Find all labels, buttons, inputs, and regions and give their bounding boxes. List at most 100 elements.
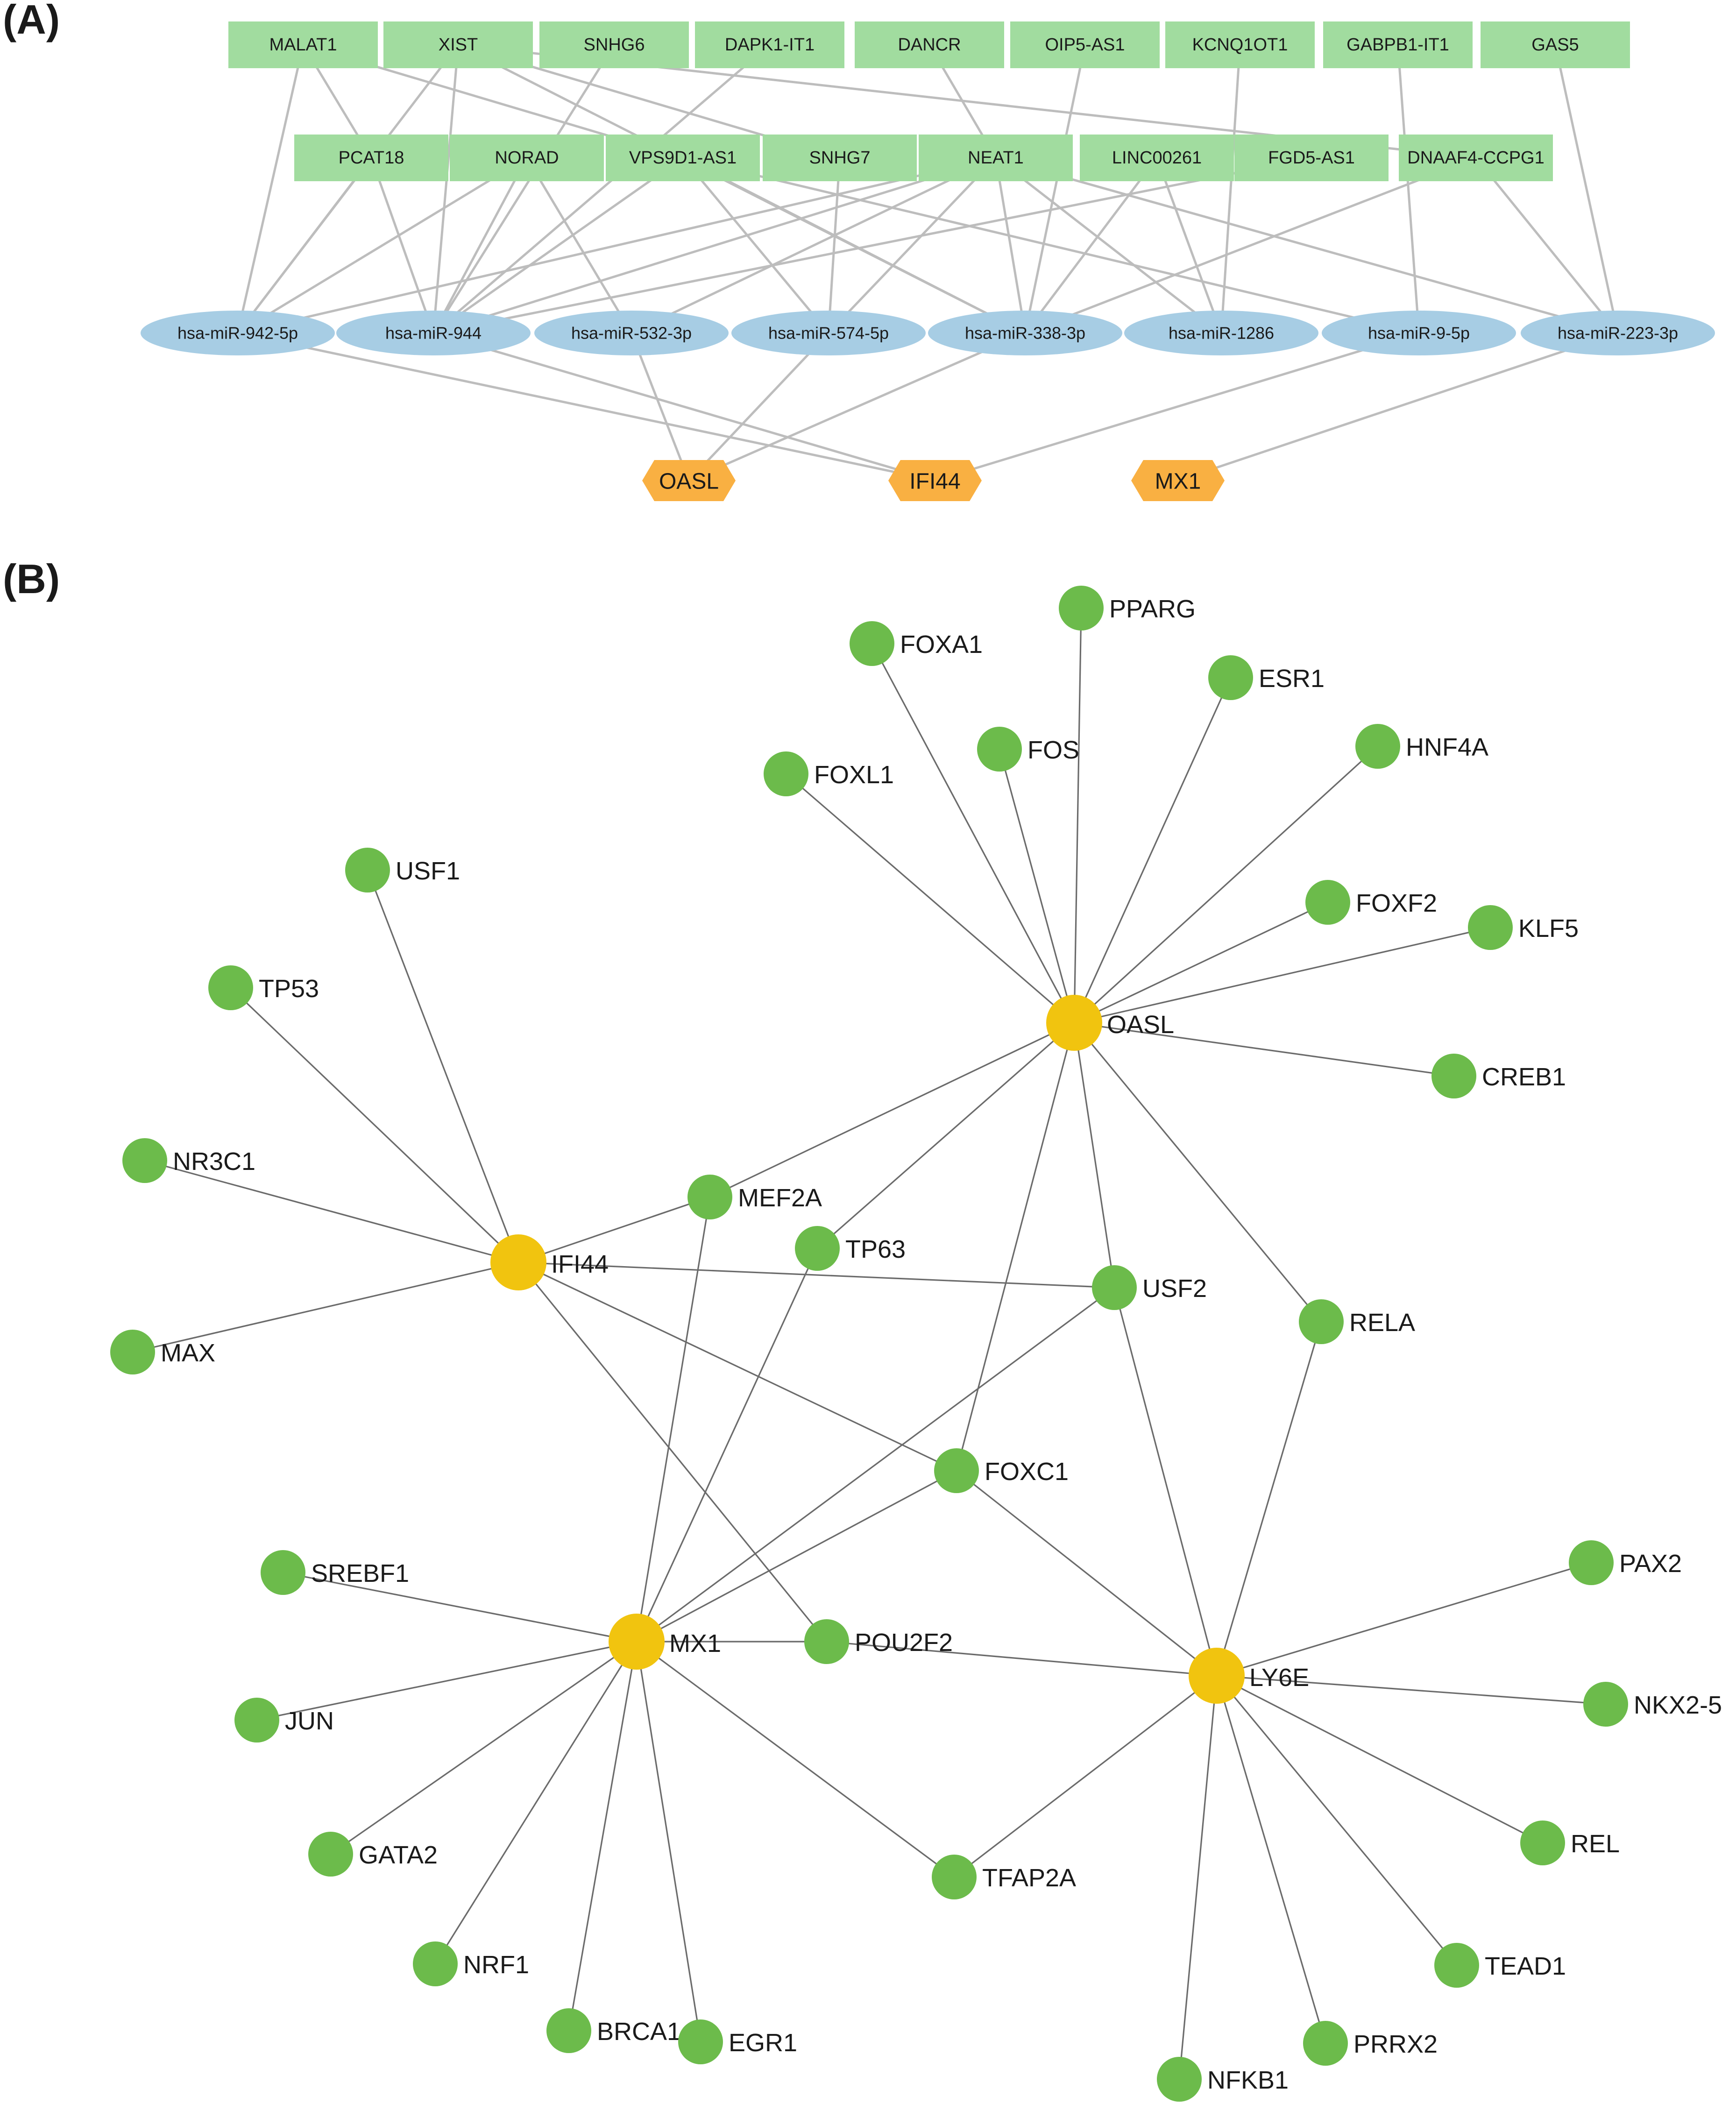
tf-circle <box>1583 1682 1628 1727</box>
tf-node-nkx2-5[interactable]: NKX2-5 <box>1583 1682 1722 1727</box>
tf-label: BRCA1 <box>597 2018 681 2046</box>
mirna-node-hsa-mir-223-3p[interactable]: hsa-miR-223-3p <box>1521 311 1715 355</box>
tf-node-jun[interactable]: JUN <box>234 1698 334 1743</box>
lncrna-node-dancr[interactable]: DANCR <box>855 21 1004 68</box>
lncrna-node-gabpb1-it1[interactable]: GABPB1-IT1 <box>1323 21 1473 68</box>
tf-node-nr3c1[interactable]: NR3C1 <box>122 1138 255 1183</box>
mirna-node-hsa-mir-944[interactable]: hsa-miR-944 <box>336 311 531 355</box>
tf-circle <box>208 965 253 1010</box>
lncrna-box <box>1399 135 1553 181</box>
tf-node-rel[interactable]: REL <box>1520 1821 1620 1865</box>
lncrna-node-xist[interactable]: XIST <box>383 21 533 68</box>
tf-circle <box>413 1941 458 1986</box>
hub-node-ifi44[interactable]: IFI44 <box>490 1234 609 1290</box>
edge-ifi44-usf1 <box>367 870 519 1263</box>
lncrna-node-neat1[interactable]: NEAT1 <box>919 135 1073 181</box>
tf-node-nfkb1[interactable]: NFKB1 <box>1157 2057 1289 2102</box>
lncrna-node-malat1[interactable]: MALAT1 <box>228 21 378 68</box>
hub-node-mx1[interactable]: MX1 <box>609 1614 721 1670</box>
edge-ifi44-pou2f2 <box>517 1261 828 1643</box>
tf-node-mef2a[interactable]: MEF2A <box>687 1175 822 1219</box>
mirna-node-hsa-mir-1286[interactable]: hsa-miR-1286 <box>1124 311 1318 355</box>
lncrna-label: SNHG7 <box>809 148 871 168</box>
tf-node-pou2f2[interactable]: POU2F2 <box>804 1619 953 1664</box>
lncrna-box <box>919 135 1073 181</box>
edge-mx1-tfap2a <box>636 1641 955 1878</box>
tf-node-hnf4a[interactable]: HNF4A <box>1355 724 1488 769</box>
tf-circle <box>1355 724 1400 769</box>
lncrna-node-pcat18[interactable]: PCAT18 <box>294 135 448 181</box>
tf-node-tp53[interactable]: TP53 <box>208 965 319 1010</box>
lncrna-box <box>855 21 1004 68</box>
tf-circle <box>1431 1054 1476 1098</box>
tf-circle <box>687 1175 732 1219</box>
tf-node-nrf1[interactable]: NRF1 <box>413 1941 529 1986</box>
hub-circle <box>490 1234 546 1290</box>
lncrna-node-vps9d1-as1[interactable]: VPS9D1-AS1 <box>606 135 760 181</box>
lncrna-node-dnaaf4-ccpg1[interactable]: DNAAF4-CCPG1 <box>1399 135 1553 181</box>
tf-node-usf1[interactable]: USF1 <box>345 848 460 893</box>
tf-node-srebf1[interactable]: SREBF1 <box>261 1550 409 1595</box>
tf-node-esr1[interactable]: ESR1 <box>1208 655 1325 700</box>
lncrna-node-fgd5-as1[interactable]: FGD5-AS1 <box>1234 135 1389 181</box>
tf-node-gata2[interactable]: GATA2 <box>308 1832 438 1877</box>
tf-node-prrx2[interactable]: PRRX2 <box>1303 2021 1438 2066</box>
tf-node-tead1[interactable]: TEAD1 <box>1434 1943 1566 1988</box>
hub-circle <box>1046 995 1102 1051</box>
tf-node-tfap2a[interactable]: TFAP2A <box>932 1855 1076 1899</box>
edge-pcat18-hsa-mir-944 <box>370 157 435 333</box>
tf-node-foxa1[interactable]: FOXA1 <box>850 621 983 666</box>
edge-hsa-mir-944-ifi44 <box>433 332 935 482</box>
tf-node-rela[interactable]: RELA <box>1299 1299 1415 1344</box>
tf-circle <box>1299 1299 1344 1344</box>
lncrna-node-snhg7[interactable]: SNHG7 <box>763 135 917 181</box>
lncrna-node-snhg6[interactable]: SNHG6 <box>539 21 689 68</box>
gene-node-mx1[interactable]: MX1 <box>1131 460 1225 501</box>
tf-circle <box>932 1855 977 1899</box>
mirna-ellipse <box>928 311 1122 355</box>
tf-node-foxl1[interactable]: FOXL1 <box>764 751 894 796</box>
mirna-node-hsa-mir-574-5p[interactable]: hsa-miR-574-5p <box>731 311 926 355</box>
mirna-node-hsa-mir-9-5p[interactable]: hsa-miR-9-5p <box>1322 311 1516 355</box>
edge-mx1-jun <box>256 1641 637 1721</box>
edge-oasl-klf5 <box>1074 927 1491 1024</box>
tf-node-pparg[interactable]: PPARG <box>1059 586 1196 630</box>
lncrna-node-norad[interactable]: NORAD <box>450 135 604 181</box>
edge-snhg7-hsa-mir-574-5p <box>827 157 841 333</box>
lncrna-node-oip5-as1[interactable]: OIP5-AS1 <box>1010 21 1160 68</box>
tf-node-klf5[interactable]: KLF5 <box>1468 905 1579 950</box>
tf-node-max[interactable]: MAX <box>110 1330 215 1374</box>
lncrna-box <box>228 21 378 68</box>
tf-node-tp63[interactable]: TP63 <box>795 1226 906 1271</box>
tf-node-foxf2[interactable]: FOXF2 <box>1305 880 1437 925</box>
mirna-node-hsa-mir-532-3p[interactable]: hsa-miR-532-3p <box>534 311 729 355</box>
gene-node-oasl[interactable]: OASL <box>642 460 736 501</box>
tf-node-foxc1[interactable]: FOXC1 <box>934 1448 1069 1493</box>
tf-circle <box>234 1698 279 1743</box>
tf-node-egr1[interactable]: EGR1 <box>678 2019 797 2064</box>
tf-node-pax2[interactable]: PAX2 <box>1569 1540 1682 1585</box>
gene-label: OASL <box>659 469 719 494</box>
tf-node-creb1[interactable]: CREB1 <box>1431 1054 1566 1098</box>
gene-hexagon <box>642 460 736 501</box>
tf-node-usf2[interactable]: USF2 <box>1092 1265 1207 1310</box>
gene-node-ifi44[interactable]: IFI44 <box>888 460 982 501</box>
lncrna-label: VPS9D1-AS1 <box>629 148 737 168</box>
lncrna-node-dapk1-it1[interactable]: DAPK1-IT1 <box>695 21 844 68</box>
tf-node-fos[interactable]: FOS <box>977 727 1079 772</box>
mirna-node-hsa-mir-338-3p[interactable]: hsa-miR-338-3p <box>928 311 1122 355</box>
mirna-node-hsa-mir-942-5p[interactable]: hsa-miR-942-5p <box>141 311 335 355</box>
tf-node-brca1[interactable]: BRCA1 <box>546 2008 681 2053</box>
hub-node-ly6e[interactable]: LY6E <box>1189 1648 1309 1704</box>
edge-ly6e-rel <box>1216 1675 1543 1844</box>
tf-circle <box>1208 655 1253 700</box>
lncrna-node-kcnq1ot1[interactable]: KCNQ1OT1 <box>1165 21 1315 68</box>
edge-mx1-nrf1 <box>434 1641 638 1964</box>
lncrna-node-gas5[interactable]: GAS5 <box>1481 21 1630 68</box>
tf-circle <box>1468 905 1513 950</box>
hub-node-oasl[interactable]: OASL <box>1046 995 1174 1051</box>
edge-oasl-fos <box>999 749 1075 1023</box>
edge-hsa-mir-223-3p-mx1 <box>1177 332 1618 482</box>
lncrna-node-linc00261[interactable]: LINC00261 <box>1080 135 1234 181</box>
edge-oasl-rela <box>1073 1022 1322 1323</box>
